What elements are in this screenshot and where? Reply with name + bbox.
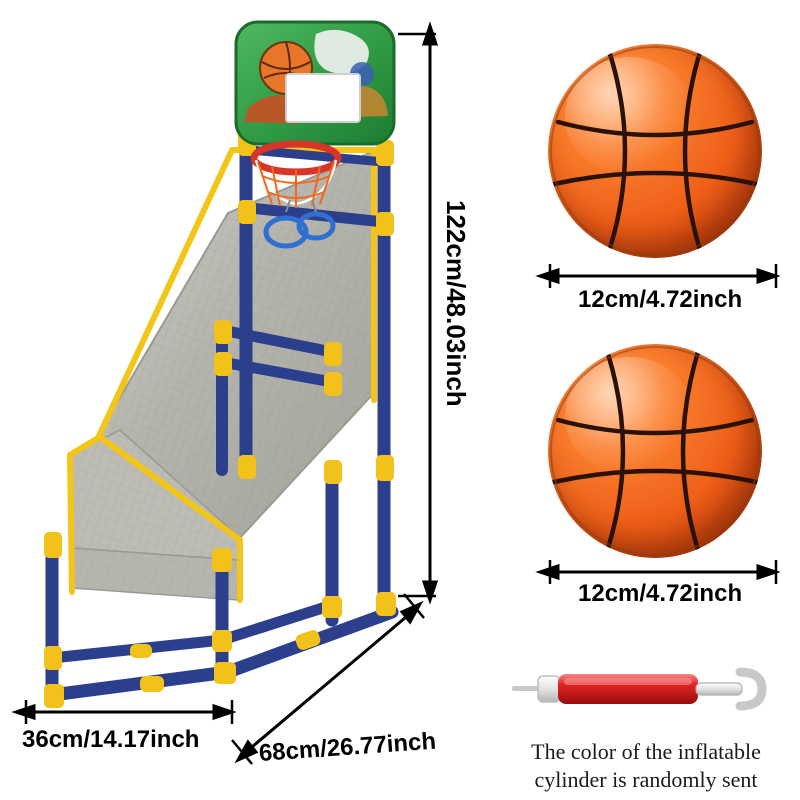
ball-bottom-diameter-label: 12cm/4.72inch	[578, 580, 743, 607]
dimension-arrow-ball-top	[535, 264, 781, 288]
ring-accessories	[263, 199, 336, 249]
dimension-arrow-width	[11, 700, 237, 724]
basketball-top	[548, 44, 762, 258]
frame-connectors	[44, 130, 396, 708]
ball-top-diameter-label: 12cm/4.72inch	[578, 286, 743, 313]
hoop-rim	[250, 140, 342, 208]
ball-return-net	[69, 150, 373, 601]
backboard	[234, 20, 396, 146]
basketball-bottom	[548, 344, 762, 558]
ball-highlight-bottom	[565, 356, 694, 475]
pump-color-note: The color of the inflatable cylinder is …	[496, 738, 796, 793]
pump-color-note-line2: cylinder is randomly sent	[534, 766, 758, 792]
dimension-arrow-height	[398, 21, 439, 605]
ball-highlight-top	[565, 56, 694, 175]
pump-cap	[537, 675, 561, 703]
dimension-arrow-depth	[231, 593, 425, 765]
height-dimension-label: 122cm/48.03inch	[441, 200, 471, 407]
pump-rod	[695, 682, 743, 696]
pump-handle	[735, 667, 767, 711]
dimension-arrow-ball-bottom	[535, 560, 781, 584]
pump-needle	[512, 686, 542, 691]
net-yellow-trim	[67, 147, 377, 603]
pump-color-note-line1: The color of the inflatable	[531, 739, 761, 764]
width-dimension-label: 36cm/14.17inch	[22, 726, 200, 753]
